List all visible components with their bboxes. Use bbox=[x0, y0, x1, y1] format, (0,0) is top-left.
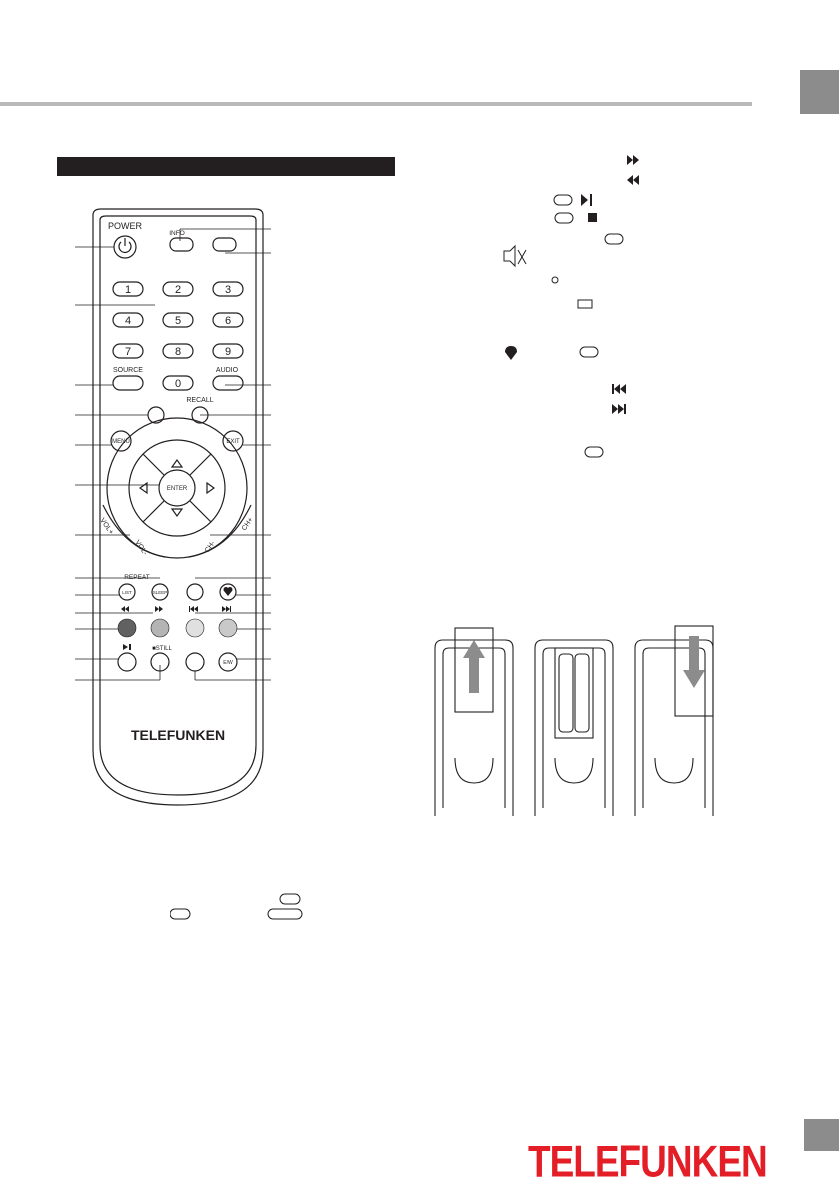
section-heading-bar bbox=[57, 157, 395, 176]
remote-back-3 bbox=[634, 639, 714, 816]
still-label: ■STILL bbox=[152, 646, 172, 652]
next-icon bbox=[222, 606, 231, 612]
repeat-label: REPEAT bbox=[124, 574, 150, 581]
key-6[interactable]: 6 bbox=[225, 315, 231, 327]
enter-label: ENTER bbox=[167, 486, 188, 492]
heart-icon bbox=[223, 587, 233, 596]
battery-cover-1 bbox=[454, 627, 494, 713]
key-2[interactable]: 2 bbox=[175, 284, 181, 296]
text-icon bbox=[553, 194, 573, 206]
power-label: POWER bbox=[108, 221, 143, 231]
battery-aaa-1 bbox=[558, 653, 574, 733]
rewind-icon bbox=[627, 175, 639, 185]
info-button bbox=[169, 237, 194, 252]
hold-icon bbox=[554, 212, 574, 224]
rewind-icon bbox=[121, 606, 129, 612]
fast-forward-icon bbox=[627, 155, 639, 165]
vol-minus-label: VOL- bbox=[133, 539, 148, 557]
fast-forward-icon bbox=[155, 606, 163, 612]
recall-icon bbox=[577, 299, 593, 309]
key-7[interactable]: 7 bbox=[125, 346, 131, 358]
green-key bbox=[150, 618, 170, 638]
exit-label: EXIT bbox=[226, 439, 240, 445]
blue-key bbox=[218, 618, 238, 638]
ew-button bbox=[218, 652, 238, 672]
remote-inner-outline bbox=[99, 215, 257, 796]
remote-brand: TELEFUNKEN bbox=[131, 727, 225, 743]
info-icon bbox=[604, 233, 624, 245]
info-label: INFO bbox=[169, 230, 185, 237]
previous-icon bbox=[612, 384, 626, 394]
battery-installation-illustration bbox=[434, 625, 714, 816]
key-9[interactable]: 9 bbox=[225, 346, 231, 358]
ew-label: E/W bbox=[223, 660, 233, 666]
battery-cover-3 bbox=[674, 625, 714, 717]
remote-back-2 bbox=[534, 639, 614, 816]
right-arrow-icon bbox=[206, 481, 216, 495]
aspect-icon bbox=[267, 908, 303, 920]
leader-lines bbox=[75, 228, 271, 681]
navigation-ring bbox=[106, 417, 248, 559]
ch-rocker bbox=[188, 504, 252, 558]
up-arrow-icon bbox=[170, 458, 184, 468]
key-1[interactable]: 1 bbox=[125, 284, 131, 296]
subtitle-icon bbox=[579, 346, 599, 358]
menu-label: MENU bbox=[112, 439, 130, 445]
next-icon bbox=[612, 404, 626, 414]
yellow-key bbox=[185, 618, 205, 638]
play-pause-button bbox=[117, 652, 137, 672]
audio-label: AUDIO bbox=[216, 367, 239, 374]
left-arrow-icon bbox=[138, 481, 148, 495]
list-button bbox=[118, 583, 136, 601]
sleep-button bbox=[151, 583, 169, 601]
play-pause-icon bbox=[581, 194, 592, 206]
arrow-down-icon bbox=[683, 636, 705, 688]
dpad bbox=[128, 439, 226, 537]
sleep-label: SLEEP bbox=[153, 590, 168, 595]
power-icon bbox=[118, 238, 132, 253]
button-glyph-column bbox=[503, 155, 639, 458]
size-icon bbox=[170, 908, 191, 920]
stop-icon bbox=[588, 213, 597, 222]
key-8[interactable]: 8 bbox=[175, 346, 181, 358]
play-pause-icon bbox=[123, 644, 131, 650]
heart-icon bbox=[505, 346, 517, 360]
number-keypad bbox=[112, 281, 244, 391]
enter-button bbox=[158, 469, 196, 507]
mute-button bbox=[212, 237, 237, 252]
epg-button bbox=[185, 652, 205, 672]
favorite-button bbox=[219, 583, 237, 601]
brand-logo: TELEFUNKEN bbox=[528, 1136, 768, 1186]
audio-icon bbox=[551, 276, 559, 284]
page-number-tab bbox=[804, 1119, 839, 1151]
red-key bbox=[117, 618, 137, 638]
list-label: LIST bbox=[122, 590, 132, 595]
remote-outline bbox=[92, 208, 264, 806]
key-0[interactable]: 0 bbox=[175, 378, 181, 390]
vol-rocker bbox=[102, 504, 166, 558]
key-4[interactable]: 4 bbox=[125, 315, 131, 327]
battery-compartment-2 bbox=[554, 647, 594, 739]
epg-icon bbox=[584, 446, 604, 458]
down-arrow-icon bbox=[170, 508, 184, 518]
reveal-icon bbox=[279, 893, 301, 905]
subtitle-button bbox=[186, 583, 204, 601]
lower-glyphs bbox=[170, 893, 303, 920]
key-5[interactable]: 5 bbox=[175, 315, 181, 327]
menu-button bbox=[110, 430, 132, 452]
arrow-up-icon bbox=[463, 640, 485, 693]
mute-icon bbox=[503, 244, 527, 268]
source-label: SOURCE bbox=[113, 367, 143, 374]
previous-icon bbox=[189, 606, 198, 612]
header-rule bbox=[0, 102, 752, 106]
exit-button bbox=[222, 430, 244, 452]
recall-label: RECALL bbox=[186, 397, 213, 404]
remote-control-illustration: POWER INFO 1 2 3 4 5 6 7 8 9 0 SOURCE AU… bbox=[75, 208, 271, 806]
key-3[interactable]: 3 bbox=[225, 284, 231, 296]
battery-aaa-2 bbox=[574, 653, 590, 733]
language-tab bbox=[800, 70, 839, 114]
